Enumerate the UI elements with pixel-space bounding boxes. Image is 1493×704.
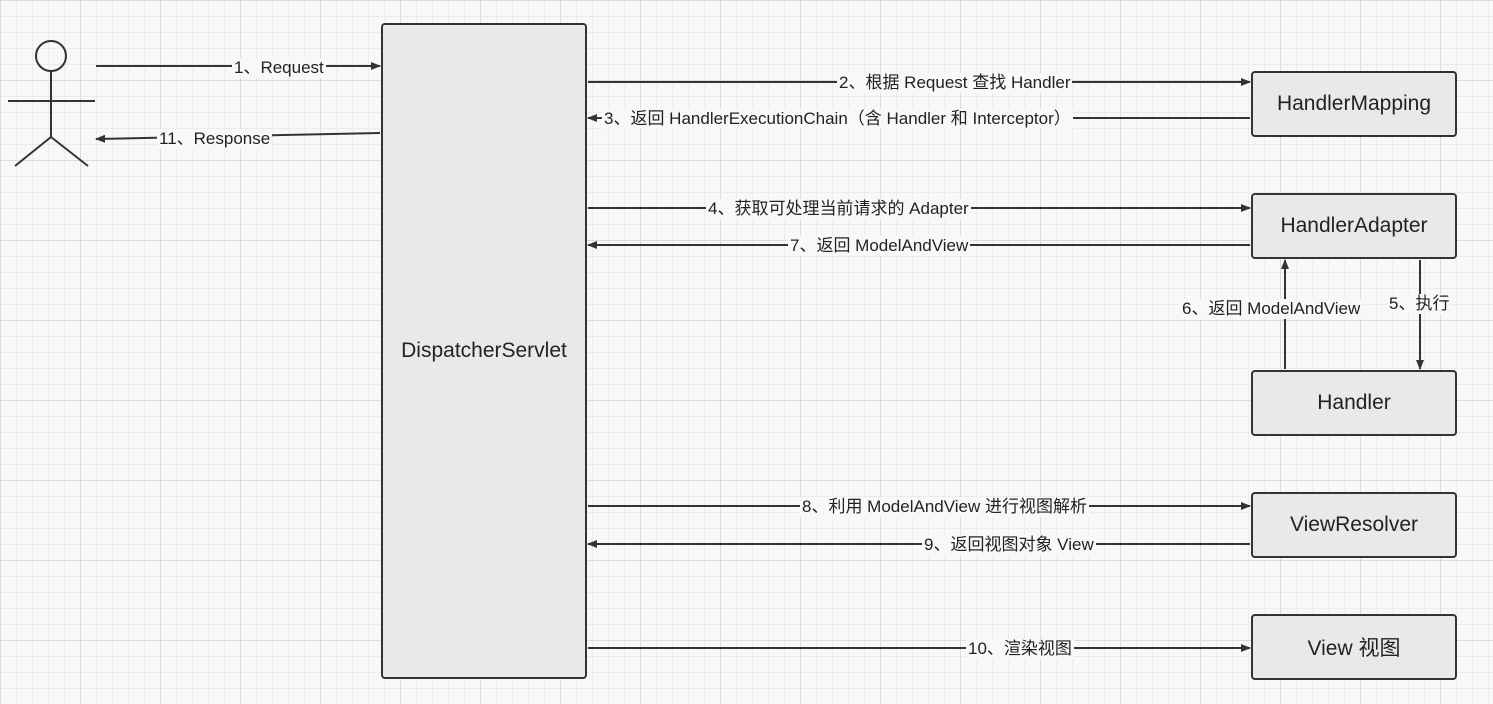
- view-label: View 视图: [1307, 637, 1401, 660]
- edge-label-9: 9、返回视图对象 View: [922, 535, 1096, 555]
- edge-label-10: 10、渲染视图: [966, 639, 1074, 659]
- dispatcher-servlet-box: DispatcherServlet: [381, 23, 587, 679]
- edge-label-5: 5、执行: [1387, 294, 1452, 314]
- edge-label-11: 11、Response: [157, 129, 273, 149]
- edge-label-3: 3、返回 HandlerExecutionChain（含 Handler 和 I…: [602, 109, 1073, 129]
- handler-adapter-box: HandlerAdapter: [1251, 193, 1457, 259]
- edge-label-1: 1、Request: [232, 58, 326, 78]
- edge-label-6: 6、返回 ModelAndView: [1180, 299, 1363, 319]
- edge-label-4: 4、获取可处理当前请求的 Adapter: [706, 199, 971, 219]
- edge-label-8: 8、利用 ModelAndView 进行视图解析: [800, 497, 1089, 517]
- handler-mapping-label: HandlerMapping: [1276, 92, 1432, 115]
- view-resolver-box: ViewResolver: [1251, 492, 1457, 558]
- handler-box: Handler: [1251, 370, 1457, 436]
- view-resolver-label: ViewResolver: [1290, 513, 1418, 536]
- handler-label: Handler: [1317, 391, 1391, 414]
- dispatcher-servlet-label: DispatcherServlet: [401, 339, 567, 362]
- view-box: View 视图: [1251, 614, 1457, 680]
- edge-label-7: 7、返回 ModelAndView: [788, 236, 971, 256]
- edge-label-2: 2、根据 Request 查找 Handler: [837, 73, 1073, 93]
- handler-mapping-box: HandlerMapping: [1251, 71, 1457, 137]
- actor-icon: [8, 40, 95, 167]
- handler-adapter-label: HandlerAdapter: [1280, 214, 1428, 237]
